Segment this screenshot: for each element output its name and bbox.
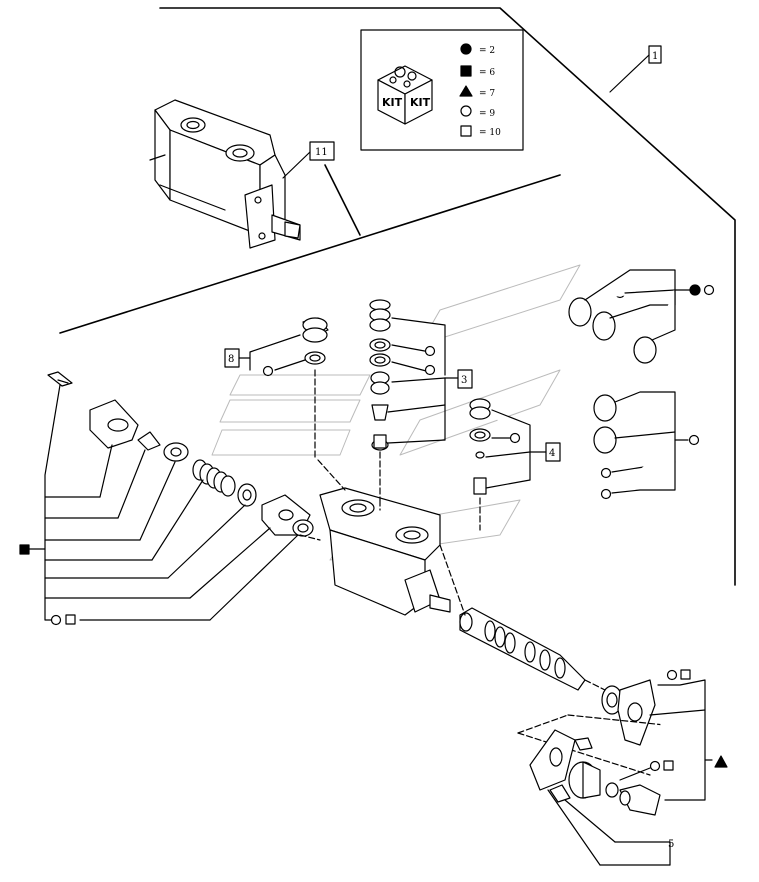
- open-square-marker: [65, 614, 76, 625]
- left-group-leaders: [19, 384, 299, 626]
- callout-8-label: 8: [228, 354, 234, 365]
- assembly-guide-lines: [299, 459, 606, 691]
- legend-entry-9: = 9: [479, 109, 495, 119]
- kit-label-left: KIT: [382, 96, 403, 109]
- right-oring-group-top: [568, 269, 715, 364]
- callout-3-group: 3: [369, 299, 473, 501]
- kit-label-right: KIT: [410, 96, 431, 109]
- open-square-icon: [460, 125, 472, 137]
- filled-square-icon: [460, 65, 472, 77]
- legend-entry-10: = 10: [479, 128, 501, 138]
- callout-1-label: 1: [652, 51, 658, 62]
- left-exploded-parts: [47, 371, 314, 537]
- filled-square-marker: [19, 544, 30, 555]
- open-circle-marker: [50, 614, 62, 626]
- filled-triangle-marker: [714, 755, 728, 768]
- spring: [192, 459, 236, 497]
- filled-circle-icon: [460, 43, 472, 55]
- filled-triangle-icon: [459, 85, 473, 97]
- callout-11: 11: [282, 141, 335, 179]
- valve-section-assembled: [149, 99, 301, 249]
- legend-entries: = 2 = 6 = 7 = 9 = 10: [459, 43, 501, 138]
- main-valve-body: [319, 487, 451, 616]
- kit-legend: KIT KIT = 2 = 6 = 7 = 9 = 10: [360, 29, 524, 151]
- callout-1: 1: [609, 45, 662, 93]
- callout-5-label: 5: [668, 839, 674, 850]
- bottom-right-parts: 5: [517, 669, 728, 866]
- legend-entry-6: = 6: [479, 68, 495, 78]
- callout-11-label: 11: [315, 147, 328, 158]
- right-oring-group-bottom: [593, 391, 700, 500]
- callout-4-label: 4: [549, 448, 555, 459]
- kit-box-icon: KIT KIT: [377, 65, 433, 125]
- screw: [47, 371, 73, 387]
- assembly-frame-lines: [59, 7, 736, 586]
- callout-4-group: 4: [469, 398, 561, 531]
- spool-assembly: [459, 607, 586, 691]
- legend-entry-2: = 2: [479, 46, 495, 56]
- open-circle-icon: [460, 105, 472, 117]
- legend-entry-7: = 7: [479, 89, 495, 99]
- callout-3-label: 3: [461, 375, 467, 386]
- callout-8-group: 8: [224, 317, 329, 461]
